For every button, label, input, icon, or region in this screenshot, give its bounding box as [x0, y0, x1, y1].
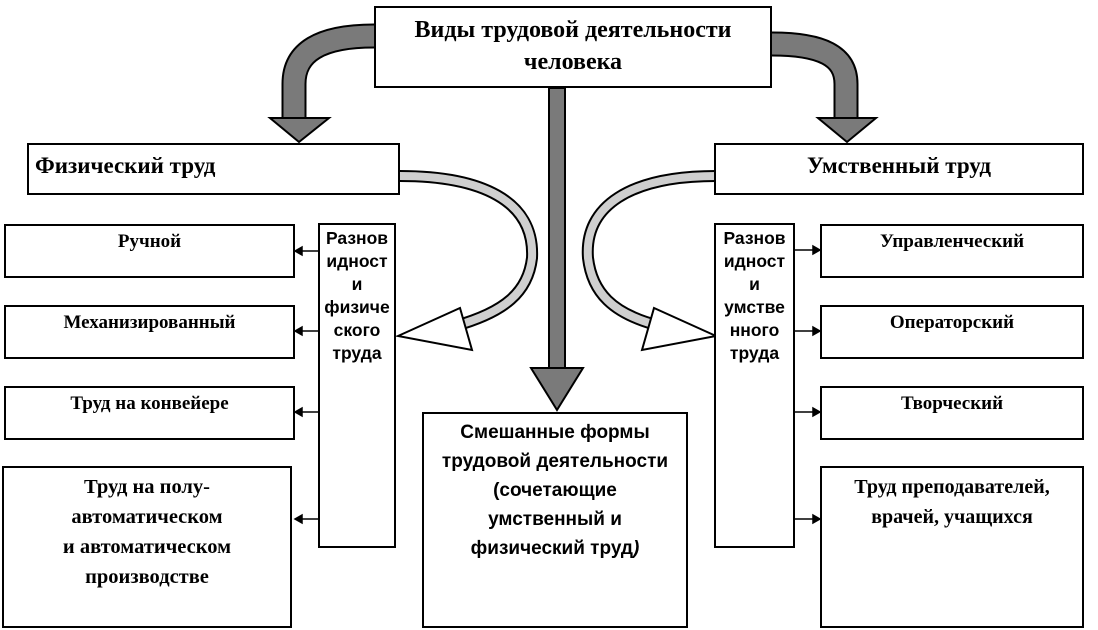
mental-types-line: умстве — [724, 297, 785, 317]
physical-item-label: Механизированный — [63, 312, 236, 333]
mental-item-line: врачей, учащихся — [871, 506, 1033, 528]
physical-item-line: производстве — [85, 566, 209, 588]
mental-curve-arrow — [581, 170, 720, 352]
mixed-forms-closing-paren: ) — [632, 538, 640, 559]
physical-item-label: Труд на конвейере — [70, 393, 229, 414]
mixed-forms-line: физический труд — [470, 538, 633, 559]
physical-item-conveyor: Труд на конвейере — [4, 386, 295, 440]
mental-item-teachers: Труд преподавателей, врачей, учащихся — [820, 466, 1084, 628]
mental-item-creative: Творческий — [820, 386, 1084, 440]
mental-types-line: нного — [729, 320, 780, 340]
physical-types-line: Разнов — [325, 228, 389, 248]
physical-types-box: Разнов идност и физиче ского труда — [318, 223, 396, 548]
physical-types-line: физиче — [324, 297, 390, 317]
physical-item-automated: Труд на полу- автоматическом и автоматич… — [2, 466, 292, 628]
physical-item-mechanized: Механизированный — [4, 305, 295, 359]
mental-item-label: Управленческий — [879, 231, 1025, 252]
physical-types-line: и — [351, 274, 363, 294]
physical-item-line: Труд на полу- — [83, 476, 211, 498]
title-box: Виды трудовой деятельности человека — [374, 6, 772, 88]
mental-labor-box: Умственный труд — [714, 143, 1084, 195]
mixed-forms-line: Смешанные формы — [460, 422, 650, 443]
physical-item-label: Ручной — [117, 231, 182, 252]
mental-item-operator: Операторский — [820, 305, 1084, 359]
mixed-forms-line: умственный и — [488, 509, 622, 530]
mixed-forms-line: трудовой деятельности — [441, 451, 669, 472]
mental-types-line: Разнов — [723, 228, 786, 248]
mixed-forms-line-last: физический труд) — [424, 534, 686, 563]
title-to-physical-arrow — [267, 23, 375, 144]
physical-curve-arrow — [394, 170, 539, 352]
physical-labor-box: Физический труд — [27, 143, 400, 195]
physical-item-manual: Ручной — [4, 224, 295, 278]
title-to-mental-arrow — [771, 31, 879, 144]
physical-labor-label: Физический труд — [35, 153, 216, 178]
mental-types-line: труда — [729, 343, 780, 363]
physical-types-line: труда — [332, 343, 382, 363]
mental-item-connectors — [795, 244, 822, 525]
mixed-forms-line: (сочетающие — [493, 480, 617, 501]
physical-item-line: и автоматическом — [62, 536, 232, 558]
mental-item-managerial: Управленческий — [820, 224, 1084, 278]
physical-item-connectors — [293, 245, 318, 525]
mental-types-line: идност — [723, 251, 786, 271]
physical-item-line: автоматическом — [71, 506, 223, 528]
physical-types-line: идност — [326, 251, 388, 271]
mental-item-label: Операторский — [889, 312, 1015, 333]
title-line-1: Виды трудовой деятельности — [414, 17, 732, 43]
mental-item-label: Творческий — [900, 393, 1004, 414]
center-down-arrow — [529, 87, 585, 412]
physical-types-line: ского — [333, 320, 381, 340]
mental-item-line: Труд преподавателей, — [854, 476, 1050, 498]
mental-types-line: и — [749, 274, 760, 294]
mental-labor-label: Умственный труд — [806, 153, 991, 178]
mental-types-box: Разнов идност и умстве нного труда — [714, 223, 795, 548]
title-line-2: человека — [523, 49, 623, 75]
mixed-forms-box: Смешанные формы трудовой деятельности (с… — [422, 412, 688, 628]
